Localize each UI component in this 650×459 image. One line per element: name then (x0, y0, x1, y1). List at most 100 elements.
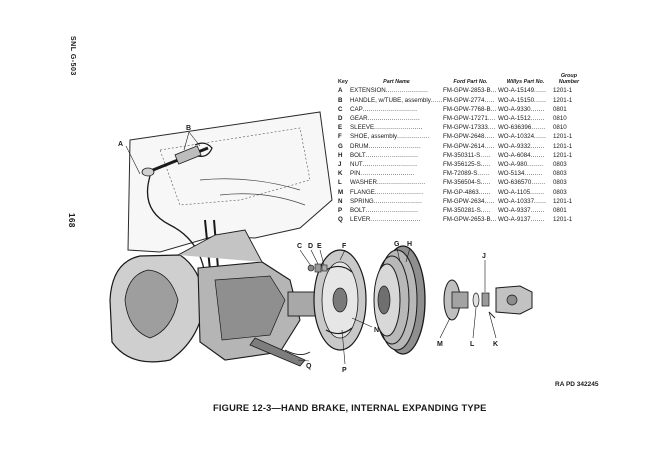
row-group-number: 0801 (552, 105, 567, 113)
row-willys-part-no: WO-A-9137....... (497, 216, 545, 224)
row-part-name: FLANGE........................ (350, 188, 424, 196)
callout-k: K (493, 341, 498, 348)
row-willys-part-no: WO-636570....... (497, 179, 546, 187)
parts-table-body: A EXTENSION..................... FM-GPW-28… (338, 86, 585, 224)
row-ford-part-no: FM-GPW-17333.... (442, 124, 496, 132)
header-ford-part-no: Ford Part No. (453, 79, 488, 86)
row-part-name: SHOE, assembly................ (350, 133, 430, 141)
dot-leader: ....... (531, 179, 546, 187)
dot-leader: .... (487, 115, 496, 123)
dot-leader: ...... (430, 96, 443, 104)
row-willys-part-no: WO-A-10337...... (497, 197, 547, 205)
row-ford-part-no: FM-356504-S..... (442, 179, 491, 187)
dot-leader: ..... (484, 142, 495, 150)
row-ford-part-no: FM-356125-S..... (442, 161, 491, 169)
row-part-name: HANDLE, w/TUBE, assembly...... (350, 96, 443, 104)
row-willys-part-no: WO-A-1512....... (497, 115, 545, 123)
callout-n: N (374, 327, 379, 334)
dot-leader: ....... (530, 207, 545, 215)
figure-caption: FIGURE 12-3—HAND BRAKE, INTERNAL EXPANDI… (213, 403, 487, 413)
callout-p: P (342, 367, 347, 374)
row-group-number: 1201-1 (552, 216, 573, 224)
dot-leader: .......................... (367, 115, 421, 123)
row-ford-part-no: FM-350281-S..... (442, 207, 491, 215)
dot-leader: ...... (534, 197, 547, 205)
row-part-name: CAP........................... (350, 105, 418, 113)
row-ford-part-no: FM-GPW-2774..... (442, 96, 495, 104)
row-part-name: DRUM.......................... (350, 142, 422, 150)
dot-leader: ....... (530, 105, 545, 113)
row-key: L (338, 179, 342, 187)
dot-leader: ...... (534, 96, 547, 104)
callout-f: F (342, 243, 347, 250)
dot-leader: ...... (534, 133, 547, 141)
row-key: A (338, 87, 343, 95)
row-willys-part-no: WO-A-1105....... (497, 188, 545, 196)
dot-leader: .......................... (365, 207, 419, 215)
row-willys-part-no: WO-A-10324...... (497, 133, 547, 141)
row-group-number: 0810 (552, 124, 567, 132)
row-ford-part-no: FM-GPW-2614..... (442, 142, 495, 150)
row-ford-part-no: FM-GPW-2853-B... (442, 87, 497, 95)
row-key: F (338, 133, 342, 141)
row-group-number: 1201-1 (552, 133, 573, 141)
row-part-name: BOLT.......................... (350, 151, 419, 159)
callout-j: J (482, 253, 486, 260)
row-ford-part-no: FM-GPW-2653-B... (442, 216, 497, 224)
dot-leader: ...... (477, 170, 490, 178)
row-group-number: 0801 (552, 207, 567, 215)
row-key: H (338, 151, 343, 159)
row-part-name: NUT........................... (350, 161, 418, 169)
dot-leader: ........................ (374, 188, 424, 196)
callout-c: C (297, 243, 302, 250)
row-group-number: 1201-1 (552, 87, 573, 95)
dot-leader: ..... (480, 161, 491, 169)
row-part-name: LEVER......................... (350, 216, 421, 224)
callout-a: A (118, 141, 123, 148)
row-key: C (338, 105, 343, 113)
row-key: P (338, 207, 343, 215)
dot-leader: ..... (484, 197, 495, 205)
dot-leader: ........................ (373, 197, 423, 205)
callout-l: L (470, 341, 475, 348)
callout-b: B (186, 125, 191, 132)
callout-h: H (407, 241, 412, 248)
callout-d: D (308, 243, 313, 250)
dot-leader: .......................... (365, 151, 419, 159)
row-key: N (338, 197, 343, 205)
dot-leader: ... (490, 105, 497, 113)
row-group-number: 0810 (552, 115, 567, 123)
callout-m: M (437, 341, 443, 348)
row-part-name: EXTENSION..................... (350, 87, 429, 95)
dot-leader: ....... (530, 188, 545, 196)
row-part-name: GEAR.......................... (350, 115, 421, 123)
row-willys-part-no: WO-5134......... (497, 170, 543, 178)
table-row: A EXTENSION..................... FM-GPW-28… (338, 86, 585, 95)
row-ford-part-no: FM-72089-S...... (442, 170, 490, 178)
row-key: E (338, 124, 343, 132)
dot-leader: ....... (530, 151, 545, 159)
row-key: K (338, 170, 343, 178)
row-group-number: 0803 (552, 188, 567, 196)
row-group-number: 1201-1 (552, 151, 573, 159)
dot-leader: ....... (530, 115, 545, 123)
dot-leader: ..... (480, 207, 491, 215)
dot-leader: ..... (480, 179, 491, 187)
brake-cable (146, 175, 206, 276)
dot-leader: .......................... (368, 142, 422, 150)
row-willys-part-no: WO-A-6084....... (497, 151, 545, 159)
vehicle-body-panel (127, 111, 333, 253)
dot-leader: ........ (527, 161, 544, 169)
header-willys-part-no: Willys Part No. (506, 79, 545, 86)
dot-leader: ........................... (362, 105, 418, 113)
dot-leader: ........................ (376, 179, 426, 187)
row-willys-part-no: WO-A-9337....... (497, 207, 545, 215)
